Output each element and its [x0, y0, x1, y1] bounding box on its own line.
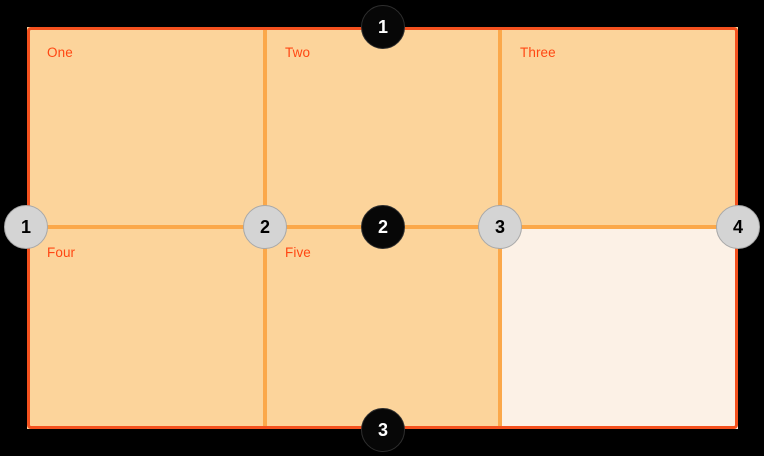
grid-cell-four[interactable]: Four: [27, 227, 265, 429]
cell-label-two: Two: [285, 45, 311, 60]
row-marker-1-label: 1: [377, 17, 388, 37]
row-marker-3-label: 3: [377, 420, 388, 440]
row-marker-2[interactable]: 2: [361, 205, 405, 249]
column-marker-3[interactable]: 3: [478, 205, 522, 249]
grid-cell-three[interactable]: Three: [500, 27, 738, 227]
column-marker-3-label: 3: [494, 217, 505, 237]
column-marker-1[interactable]: 1: [4, 205, 48, 249]
grid-cell-five[interactable]: Five: [265, 227, 500, 429]
grid-cell-empty[interactable]: [500, 227, 738, 429]
row-marker-3[interactable]: 3: [361, 408, 405, 452]
cell-label-three: Three: [520, 45, 556, 60]
column-marker-4[interactable]: 4: [716, 205, 760, 249]
row-marker-2-label: 2: [377, 217, 388, 237]
cell-label-one: One: [47, 45, 73, 60]
column-marker-2-label: 2: [259, 217, 270, 237]
row-marker-1[interactable]: 1: [361, 5, 405, 49]
column-marker-4-label: 4: [732, 217, 743, 237]
grid-container: One Two Three Four Five: [27, 27, 738, 429]
cell-label-four: Four: [47, 245, 76, 260]
grid-cell-one[interactable]: One: [27, 27, 265, 227]
grid-cell-two[interactable]: Two: [265, 27, 500, 227]
cell-label-five: Five: [285, 245, 311, 260]
column-marker-2[interactable]: 2: [243, 205, 287, 249]
column-marker-1-label: 1: [20, 217, 31, 237]
